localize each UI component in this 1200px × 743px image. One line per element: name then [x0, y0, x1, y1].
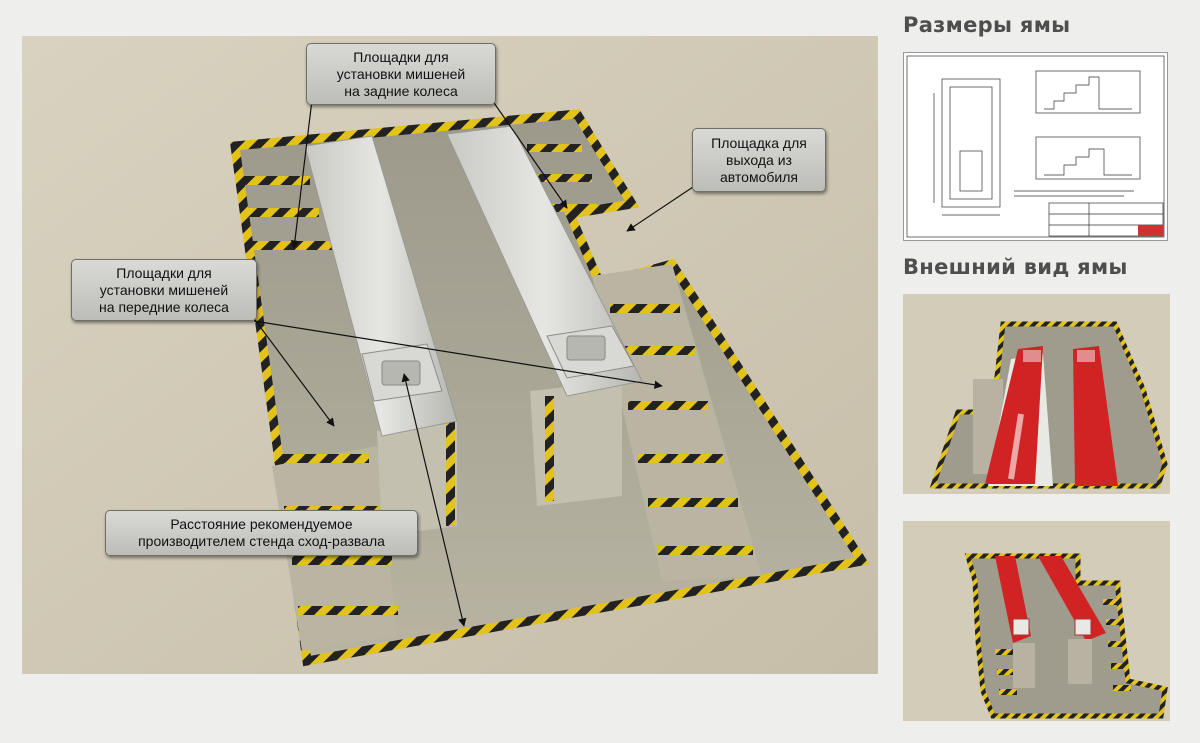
pointer-lines: [251, 99, 703, 627]
callout-front-targets: Площадки для установки мишеней на передн…: [71, 259, 257, 321]
exit-steps: [592, 264, 762, 581]
pit-view-top[interactable]: [903, 521, 1170, 721]
callout-exit-platform: Площадка для выхода из автомобиля: [692, 128, 826, 192]
right-runway: [446, 125, 643, 397]
pit-view-perspective[interactable]: [903, 294, 1170, 494]
left-runway: [304, 135, 458, 437]
heading-pit-appearance: Внешний вид ямы: [903, 255, 1128, 279]
pit-drawing-thumbnail[interactable]: [903, 52, 1168, 241]
callout-rear-targets: Площадки для установки мишеней на задние…: [306, 43, 496, 105]
callout-distance: Расстояние рекомендуемое производителем …: [105, 510, 418, 556]
heading-pit-dimensions: Размеры ямы: [903, 13, 1071, 37]
rear-left-steps: [240, 176, 333, 250]
